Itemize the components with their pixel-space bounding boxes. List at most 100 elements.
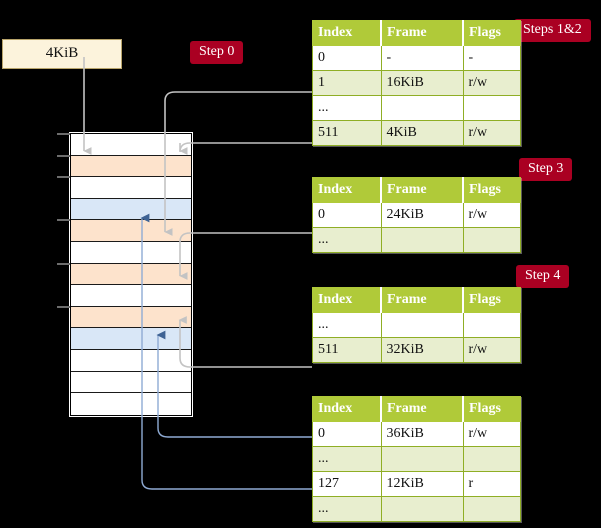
column-header-index: Index [312, 396, 382, 422]
wire-l4-row511-segment [179, 142, 312, 153]
cell-frame [380, 95, 464, 121]
memory-tick-8 [57, 305, 70, 308]
cell-flags: r/w [462, 421, 521, 447]
cell-index: ... [312, 312, 382, 338]
column-header-flags: Flags [462, 177, 521, 203]
cell-index: 1 [312, 70, 382, 96]
column-header-flags: Flags [462, 396, 521, 422]
cell-index: 511 [312, 337, 382, 363]
step-label-step-0: Step 0 [190, 41, 244, 64]
column-header-index: Index [312, 20, 382, 46]
cell-index: ... [312, 446, 382, 472]
memory-tick-top [57, 133, 70, 135]
memory-frame-9 [71, 328, 191, 350]
memory-frame-10 [71, 350, 191, 372]
cell-frame: 12KiB [380, 471, 464, 497]
cell-flags: r/w [462, 202, 521, 228]
cell-index: 0 [312, 202, 382, 228]
table-row: ... [312, 312, 521, 338]
cell-index: 127 [312, 471, 382, 497]
memory-frame-3 [71, 198, 191, 221]
cell-frame: - [380, 45, 464, 71]
memory-frame-7 [71, 285, 191, 307]
cell-flags [462, 446, 521, 472]
column-header-frame: Frame [380, 20, 464, 46]
memory-tick-1 [57, 154, 70, 157]
cell-flags: r/w [462, 70, 521, 96]
column-header-frame: Frame [380, 287, 464, 313]
table-header-row: Index Frame Flags [312, 20, 521, 46]
column-header-flags: Flags [462, 20, 521, 46]
table-row: ... [312, 95, 521, 121]
cell-frame [380, 446, 464, 472]
cell-flags: r [462, 471, 521, 497]
memory-frame-1 [71, 155, 191, 178]
cell-frame: 24KiB [380, 202, 464, 228]
memory-frame-8 [71, 306, 191, 329]
memory-frame-2 [71, 177, 191, 199]
memory-frame-11 [71, 371, 191, 394]
cell-flags [462, 496, 521, 522]
table-row: 0-- [312, 45, 521, 71]
step-label-step-3: Step 3 [519, 158, 573, 181]
memory-frame-12 [71, 393, 191, 415]
cell-index: 511 [312, 120, 382, 146]
memory-frame-5 [71, 242, 191, 264]
cell-flags [462, 95, 521, 121]
cell-frame: 36KiB [380, 421, 464, 447]
cell-flags: r/w [462, 337, 521, 363]
cell-frame: 32KiB [380, 337, 464, 363]
column-header-frame: Frame [380, 396, 464, 422]
step-label-steps-1-2: Steps 1&2 [514, 19, 591, 42]
table-row: ... [312, 496, 521, 522]
page-size-box: 4KiB [2, 39, 122, 69]
cell-frame: 16KiB [380, 70, 464, 96]
column-header-index: Index [312, 177, 382, 203]
cell-frame [380, 312, 464, 338]
cell-frame [380, 227, 464, 253]
memory-tick-2 [57, 176, 70, 179]
table-row: ... [312, 227, 521, 253]
memory-tick-4 [57, 219, 70, 222]
table-header-row: Index Frame Flags [312, 287, 521, 313]
cell-flags: - [462, 45, 521, 71]
cell-flags: r/w [462, 120, 521, 146]
memory-frame-6 [71, 263, 191, 286]
table-header-row: Index Frame Flags [312, 177, 521, 203]
physical-memory-column [70, 133, 192, 416]
wire-l3-row0-to-memory [179, 232, 312, 280]
cell-flags [462, 312, 521, 338]
memory-tick-6 [57, 262, 70, 265]
cell-index: ... [312, 496, 382, 522]
cell-flags [462, 227, 521, 253]
cell-index: 0 [312, 421, 382, 447]
step-label-step-4: Step 4 [516, 265, 570, 288]
column-header-flags: Flags [462, 287, 521, 313]
table-row: ... [312, 446, 521, 472]
cell-index: 0 [312, 45, 382, 71]
table-header-row: Index Frame Flags [312, 396, 521, 422]
column-header-frame: Frame [380, 177, 464, 203]
memory-frame-4 [71, 220, 191, 242]
column-header-index: Index [312, 287, 382, 313]
cell-index: ... [312, 227, 382, 253]
cell-frame: 4KiB [380, 120, 464, 146]
cell-index: ... [312, 95, 382, 121]
memory-frame-0 [71, 134, 191, 156]
cell-frame [380, 496, 464, 522]
wire-l2-row511-to-memory [178, 316, 312, 368]
